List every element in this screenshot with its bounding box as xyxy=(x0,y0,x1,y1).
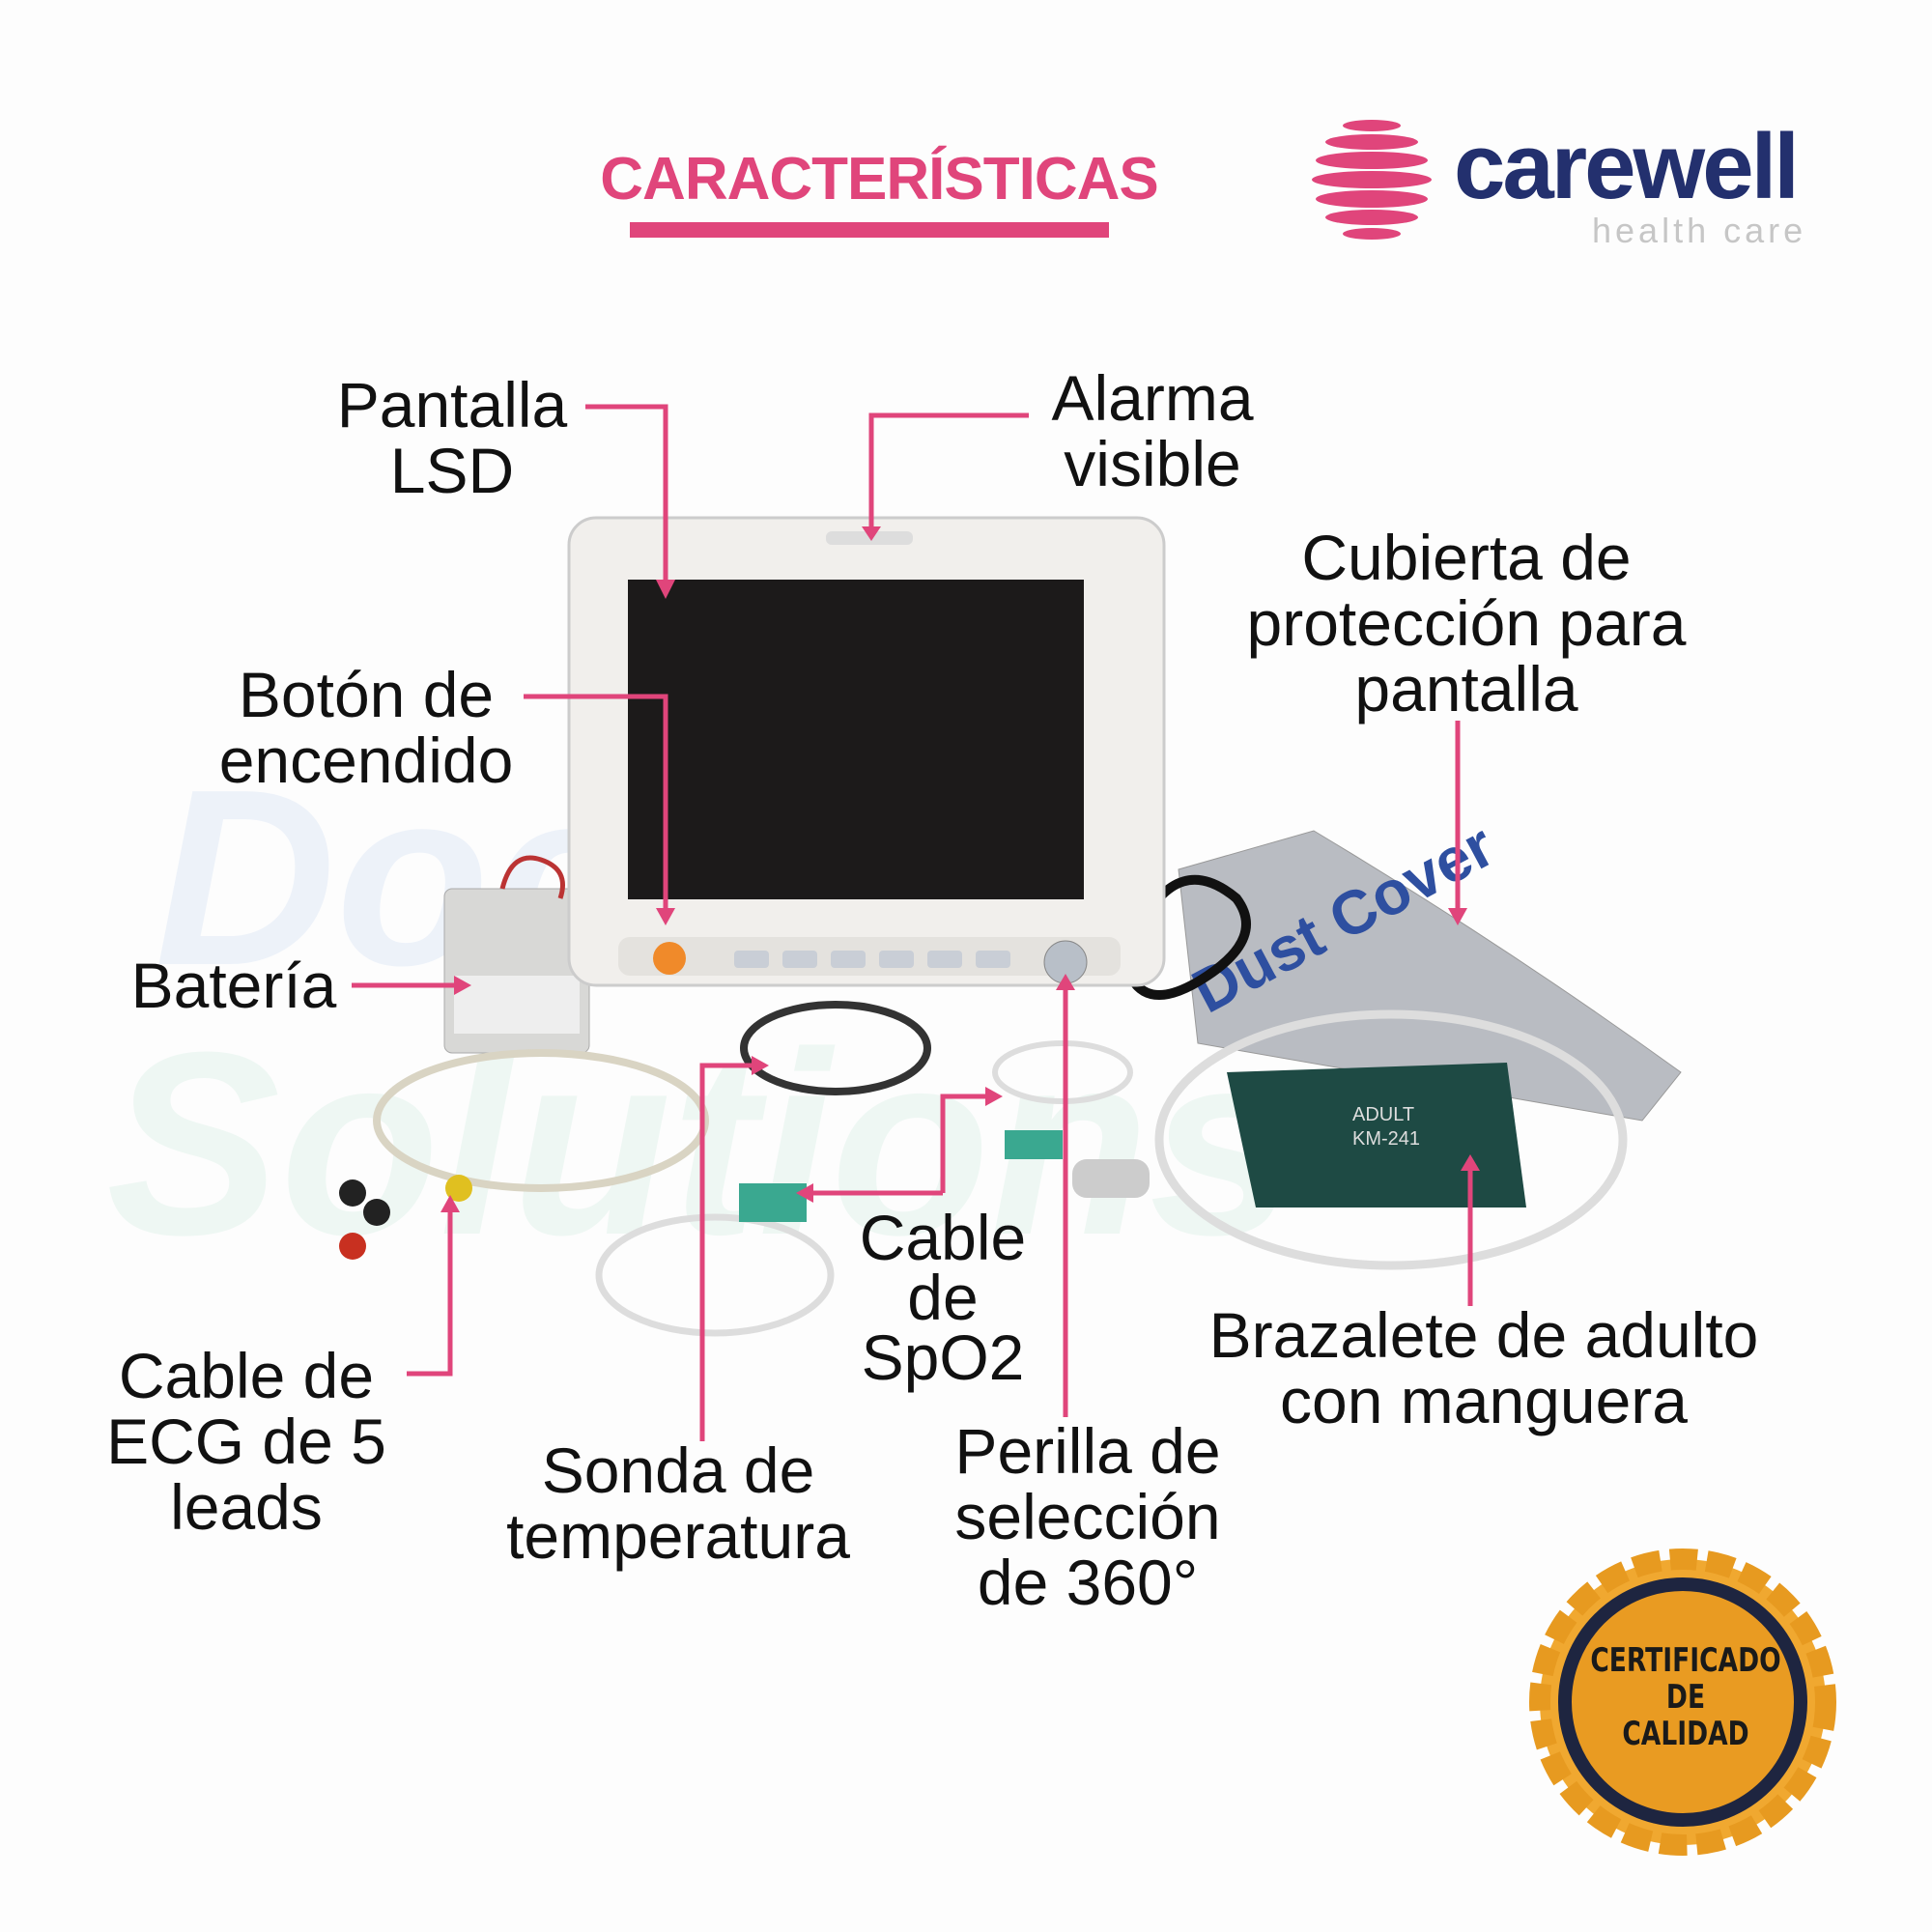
brand-tagline: health care xyxy=(1592,211,1807,250)
cables xyxy=(339,1001,1150,1337)
patient-monitor xyxy=(567,516,1166,987)
pointer-lines xyxy=(352,404,1473,1441)
title-underline xyxy=(630,222,1109,238)
svg-text:KM-241: KM-241 xyxy=(1352,1128,1420,1150)
quality-certificate-badge-icon xyxy=(1529,1548,1836,1856)
svg-text:ADULT: ADULT xyxy=(1352,1104,1414,1125)
arrowheads xyxy=(440,526,1480,1212)
screen xyxy=(628,580,1084,899)
power-button xyxy=(653,942,686,975)
label-battery: Batería xyxy=(130,950,337,1021)
bp-cuff: ADULT KM-241 xyxy=(1154,1009,1628,1270)
brand-name: carewell xyxy=(1454,115,1800,218)
power-cord xyxy=(1125,874,1251,1000)
carewell-logo-icon xyxy=(1312,120,1432,240)
page-title: CARACTERÍSTICAS xyxy=(600,146,1158,213)
